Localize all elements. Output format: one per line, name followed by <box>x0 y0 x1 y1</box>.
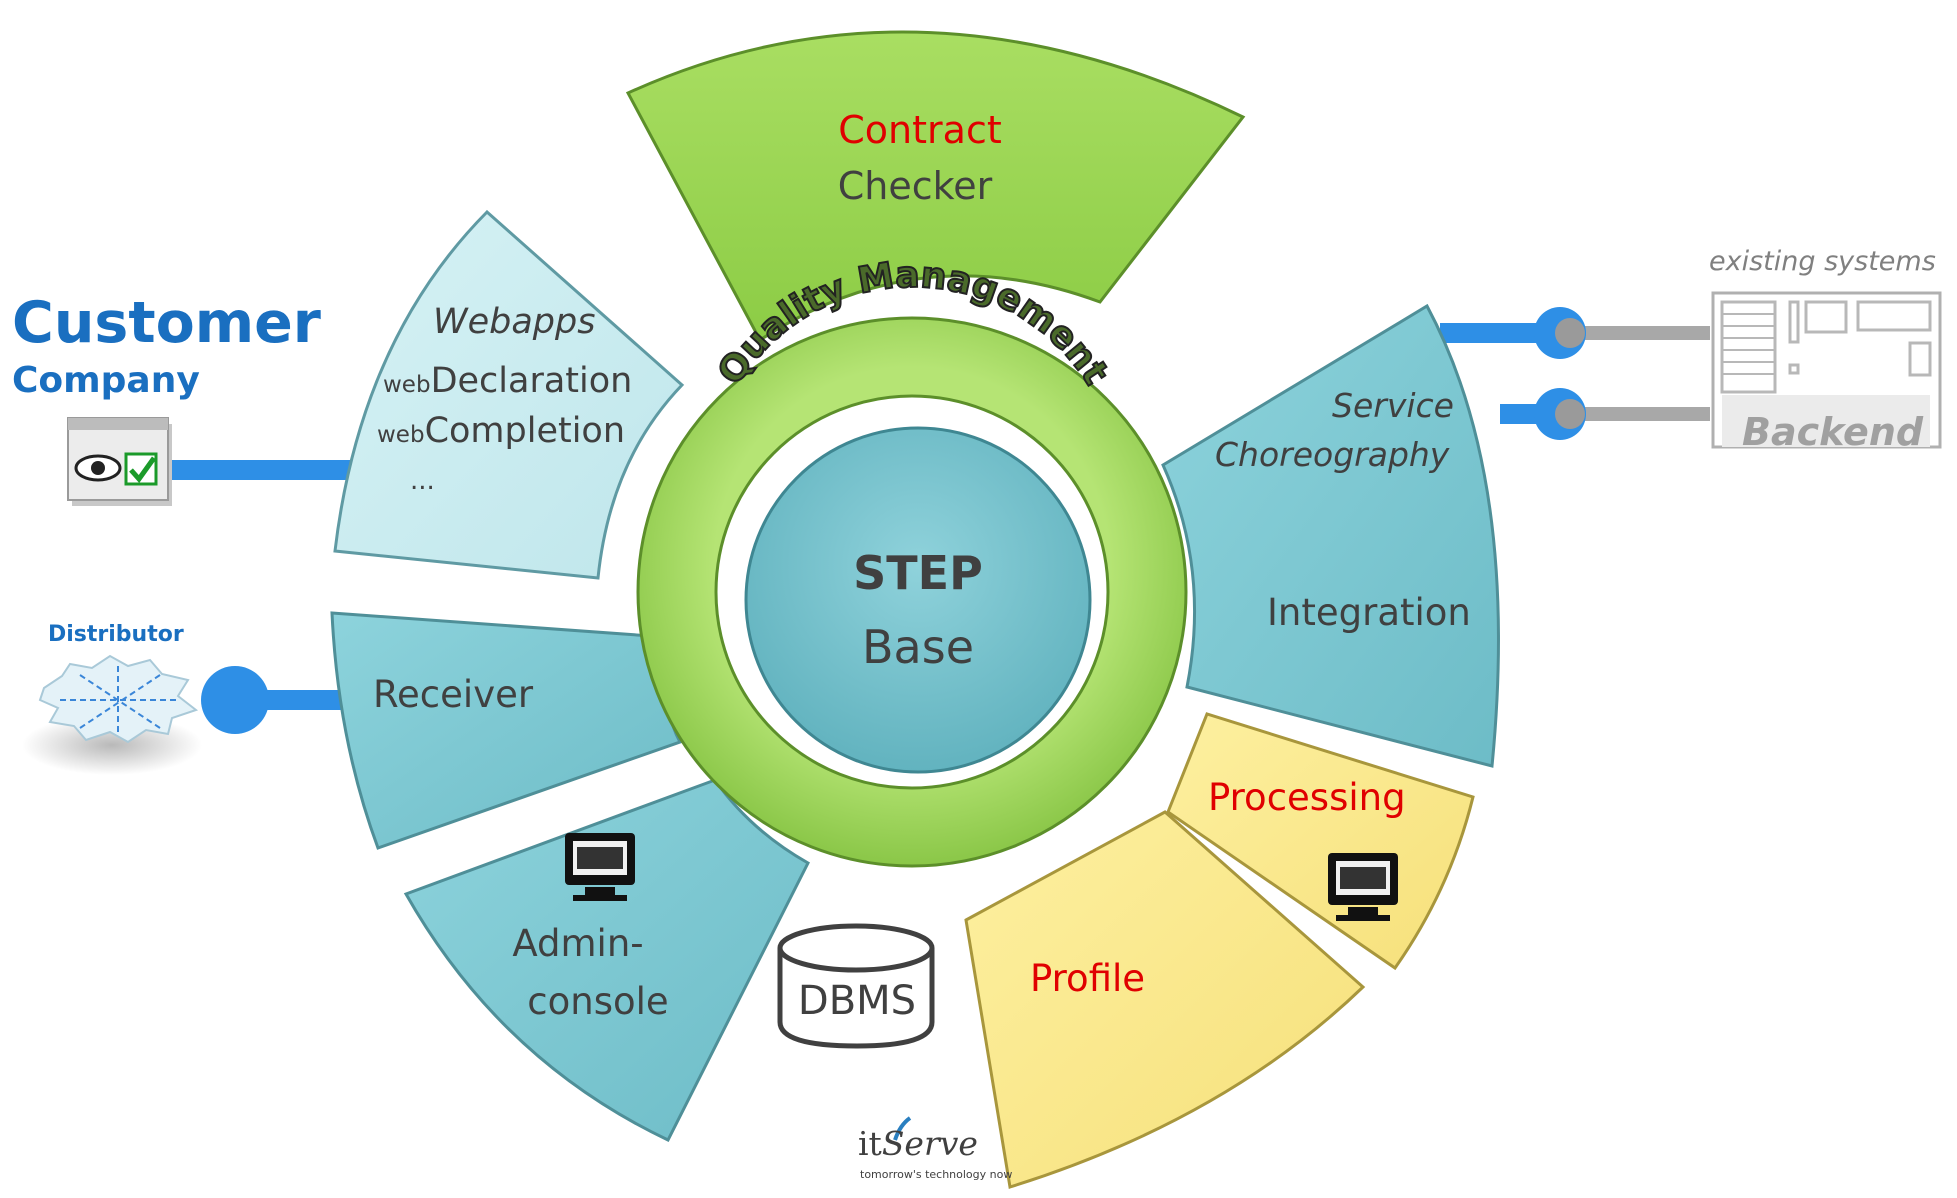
integration-label: Integration <box>1267 591 1471 634</box>
base-label: Base <box>861 620 974 674</box>
checkbox-checked-icon <box>124 452 158 486</box>
contract-label: Contract <box>838 108 1002 152</box>
profile-label: Profile <box>1030 957 1146 1000</box>
webapps-title: Webapps <box>433 302 596 342</box>
webapps-more: ... <box>410 466 435 496</box>
contract-checker-segment <box>625 30 1246 343</box>
admin-label: Admin- <box>512 922 644 965</box>
webapps-item-declaration: webDeclaration <box>383 361 633 401</box>
distributor-connector-node <box>201 666 269 734</box>
processing-label: Processing <box>1208 776 1406 819</box>
webapps-segment <box>333 209 685 580</box>
processing-segment <box>1166 712 1475 971</box>
dbms-label: DBMS <box>797 978 917 1024</box>
dbms-icon <box>777 923 935 1049</box>
integration-segment <box>1161 303 1500 768</box>
checker-label: Checker <box>837 164 993 208</box>
admin-console-segment <box>403 778 810 1142</box>
console-label: console <box>527 980 669 1023</box>
distributor-cloud-icon <box>22 654 202 775</box>
customer-title: Customer <box>12 290 321 356</box>
monitor-icon <box>565 833 635 901</box>
monitor-icon <box>1328 853 1398 921</box>
itserve-tagline: tomorrow's technology now <box>860 1168 1013 1181</box>
webapps-item-completion: webCompletion <box>377 411 626 451</box>
choreography-label: Choreography <box>1215 435 1450 474</box>
eye-icon <box>74 454 122 482</box>
customer-screen-icon <box>67 417 172 506</box>
step-base-core <box>744 426 1092 774</box>
distributor-label: Distributor <box>48 622 184 647</box>
customer-subtitle: Company <box>12 360 200 401</box>
step-label: STEP <box>853 546 983 600</box>
backend-system-icon <box>1711 291 1942 449</box>
existing-systems-caption: existing systems <box>1709 246 1936 277</box>
itserve-logo: itServe <box>858 1124 978 1163</box>
backend-label: Backend <box>1742 410 1924 454</box>
backend-connector-node-top-cap <box>1555 318 1585 348</box>
backend-connector-node-bottom-cap <box>1555 399 1585 429</box>
itserve-logo-swoosh <box>893 1116 912 1141</box>
profile-segment <box>964 810 1366 1189</box>
receiver-label: Receiver <box>373 673 534 716</box>
service-label: Service <box>1332 386 1454 425</box>
